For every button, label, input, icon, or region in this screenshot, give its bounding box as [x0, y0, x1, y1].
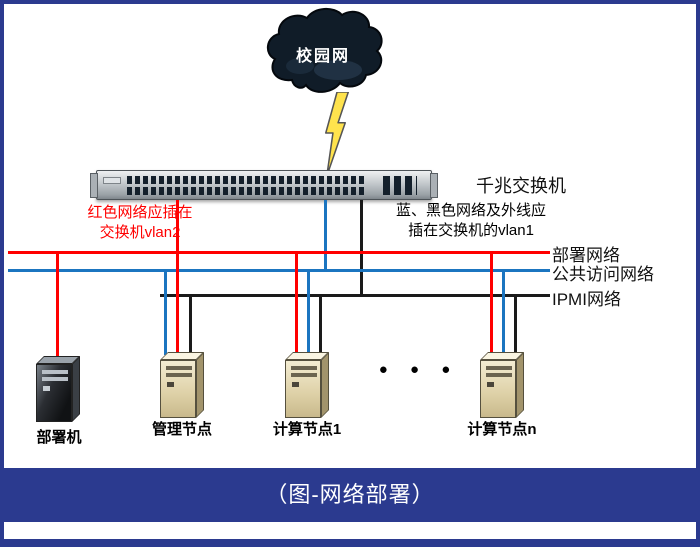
switch-public-link [324, 200, 327, 271]
computen-deploy-link [490, 253, 493, 355]
tower-side-face [196, 352, 204, 418]
tower-side-face [516, 352, 524, 418]
computen-public-link [502, 271, 505, 355]
switch-ports-row-1 [127, 176, 367, 184]
mgmt-tower [160, 352, 206, 418]
drive-bay [486, 373, 512, 377]
compute1-public-link [307, 271, 310, 355]
switch-uplink-ports [383, 176, 417, 195]
deployer-label: 部署机 [36, 429, 82, 446]
power-button [292, 382, 299, 387]
vlan2-annotation-line2: 交换机vlan2 [99, 224, 181, 241]
drive-bay [291, 373, 317, 377]
vlan1-annotation-line1: 蓝、黑色网络及外线应 [395, 202, 546, 219]
tower-front-face [160, 360, 196, 418]
ipmi-network-label: IPMI网络 [552, 290, 621, 309]
deployer-tower [36, 356, 82, 422]
drive-bay [291, 366, 317, 370]
tower-front-face [285, 360, 321, 418]
computen-label: 计算节点n [467, 421, 537, 438]
tower-front-face [480, 360, 516, 418]
vlan1-annotation: 蓝、黑色网络及外线应 插在交换机的vlan1 [382, 201, 560, 241]
deploy-network-label: 部署网络 [552, 246, 620, 265]
switch-brand-plate [103, 177, 121, 184]
vlan2-annotation: 红色网络应插在 交换机vlan2 [36, 203, 244, 243]
drive-bay [166, 373, 192, 377]
drive-bay [42, 370, 68, 374]
tower-side-face [321, 352, 329, 418]
power-button [487, 382, 494, 387]
power-button [167, 382, 174, 387]
compute1-ipmi-link [319, 296, 322, 356]
campus-network-cloud: 校园网 [262, 6, 384, 102]
vlan2-annotation-line1: 红色网络应插在 [87, 204, 193, 221]
ipmi-network-line [160, 294, 550, 297]
public-network-label: 公共访问网络 [552, 265, 654, 284]
deployer-deploy-link [56, 253, 59, 357]
computen-ipmi-link [514, 296, 517, 356]
lightning-icon [325, 92, 350, 176]
switch-label: 千兆交换机 [476, 176, 566, 196]
cloud-label: 校园网 [295, 48, 350, 65]
mgmt-label: 管理节点 [151, 421, 212, 438]
vlan1-annotation-line2: 插在交换机的vlan1 [408, 222, 534, 239]
caption-bar: （图-网络部署） [4, 468, 696, 522]
switch-ipmi-link [360, 200, 363, 296]
caption-text: （图-网络部署） [265, 482, 435, 507]
cloud-icon [267, 8, 383, 93]
more-nodes-ellipsis: ● ● ● [378, 361, 460, 378]
drive-bay [166, 366, 192, 370]
lightning-connector [316, 92, 354, 176]
tower-side-face [72, 356, 80, 422]
public-network-line [8, 269, 550, 272]
gigabit-switch [90, 170, 438, 200]
mgmt-deploy-link [176, 253, 179, 355]
drive-bay [42, 377, 68, 381]
drive-bay [486, 366, 512, 370]
computen-tower [480, 352, 526, 418]
compute1-tower [285, 352, 331, 418]
compute1-label: 计算节点1 [272, 421, 342, 438]
mgmt-public-link [164, 271, 167, 355]
deploy-network-line [8, 251, 550, 254]
switch-deploy-link [176, 200, 179, 253]
mgmt-ipmi-link [189, 296, 192, 356]
tower-front-face [36, 364, 72, 422]
switch-ports-row-2 [127, 187, 367, 195]
compute1-deploy-link [295, 253, 298, 355]
power-button [43, 386, 50, 391]
